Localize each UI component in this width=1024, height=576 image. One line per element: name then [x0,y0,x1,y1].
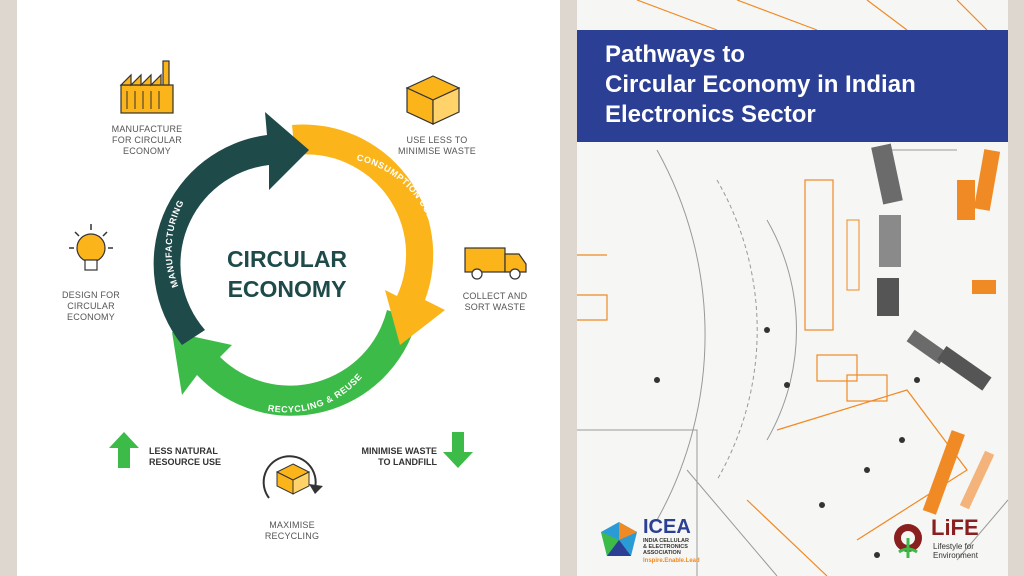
icea-tagline: Inspire.Enable.Lead [643,558,700,564]
center-title: CIRCULAR ECONOMY [212,244,362,304]
circular-economy-cycle: MANUFACTURING CONSUMPTION USE RECYCLING … [153,112,445,416]
recycling-arc [172,310,417,416]
icea-logo-mark-icon [601,522,637,556]
circular-economy-infographic: MANUFACTURING CONSUMPTION USE RECYCLING … [17,0,560,576]
truck-icon [464,247,527,280]
title-line-1: Pathways to [605,41,746,68]
manufacturing-arc [153,112,309,345]
factory-icon [119,60,174,114]
life-name: LiFE [931,515,979,540]
icea-name: ICEA [643,516,691,538]
title-line-3: Electronics Sector [605,101,816,128]
center-title-line2: ECONOMY [227,276,347,302]
lightbulb-icon [69,224,113,271]
box-icon [405,75,461,125]
center-title-line1: CIRCULAR [226,246,348,272]
recycle-box-icon [262,455,323,499]
title-line-2: Circular Economy in Indian [605,71,916,98]
radial-segments [846,143,1001,515]
circuit-nodes [654,327,920,558]
report-cover: Pathways to Circular Economy in Indian E… [577,0,1008,576]
title-banner: Pathways to Circular Economy in Indian E… [577,30,1008,142]
up-arrow-icon [109,432,139,468]
circuit-background [577,0,1008,576]
down-arrow-icon [443,432,473,468]
consumption-arc [292,124,445,345]
life-logo-mark-icon [894,524,922,558]
